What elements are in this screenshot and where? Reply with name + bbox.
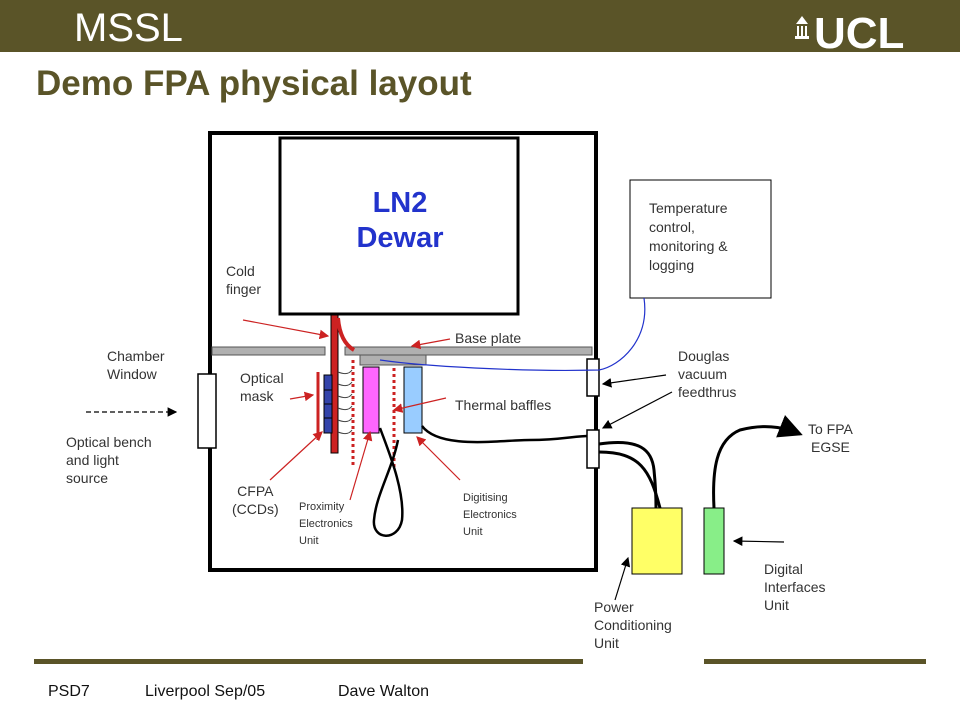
svg-text:UCL: UCL — [814, 9, 904, 50]
footer-location: Liverpool Sep/05 — [145, 683, 266, 700]
proximity-electronics-label: Proximity Electronics Unit — [299, 501, 353, 547]
base-plate-label: Base plate — [455, 330, 522, 346]
douglas-feedthrus-label: Douglas vacuum feedthrus — [678, 348, 737, 400]
page-title: Demo FPA physical layout — [36, 64, 472, 103]
chamber-window-label: Chamber Window — [107, 348, 165, 382]
digitising-electronics-label: Digitising Electronics Unit — [463, 492, 517, 538]
proximity-electronics-unit — [362, 366, 380, 434]
ext-cable-pcu-2 — [598, 450, 662, 509]
feedthru-lower — [586, 429, 600, 469]
internal-cable-loop — [372, 427, 404, 537]
cold-finger-bend — [336, 317, 356, 352]
base-plate-left — [211, 346, 326, 356]
cold-finger-label: Cold finger — [226, 263, 262, 297]
optical-mask-label: Optical mask — [240, 370, 284, 404]
feedthru-upper — [586, 358, 600, 397]
footer-rule-left — [34, 659, 583, 664]
digital-interfaces-unit — [703, 507, 725, 575]
footer-rule-right — [704, 659, 926, 664]
base-plate-right — [344, 346, 593, 356]
base-plate-mount — [359, 354, 427, 366]
temperature-control-label: Temperature control, monitoring & loggin… — [649, 200, 728, 273]
ext-cable-pcu — [598, 441, 658, 509]
temperature-cable — [379, 297, 646, 371]
thermal-baffles-label: Thermal baffles — [455, 397, 552, 413]
vacuum-chamber — [208, 131, 598, 572]
chamber-window — [197, 373, 217, 449]
digitising-electronics-unit — [403, 366, 423, 434]
mssl-logo-text: MSSL — [74, 6, 183, 50]
ext-cable-diu — [712, 415, 803, 509]
power-conditioning-label: Power Conditioning Unit — [594, 599, 672, 651]
ln2-dewar — [278, 136, 520, 316]
optical-bench-label: Optical bench and light source — [66, 434, 152, 486]
ucl-logo: UCL — [795, 9, 904, 50]
cfpa-label: CFPA (CCDs) — [232, 483, 279, 517]
header-bar — [0, 0, 960, 52]
digital-interfaces-label: Digital Interfaces Unit — [764, 561, 826, 613]
footer-meeting: PSD7 — [48, 683, 90, 700]
ln2-dewar-label: LN2 Dewar — [356, 187, 444, 254]
to-fpa-egse-label: To FPA EGSE — [808, 421, 853, 455]
footer-author: Dave Walton — [338, 683, 429, 700]
temperature-control-box — [629, 179, 772, 299]
power-conditioning-unit — [631, 507, 683, 575]
de-cable — [421, 425, 589, 444]
